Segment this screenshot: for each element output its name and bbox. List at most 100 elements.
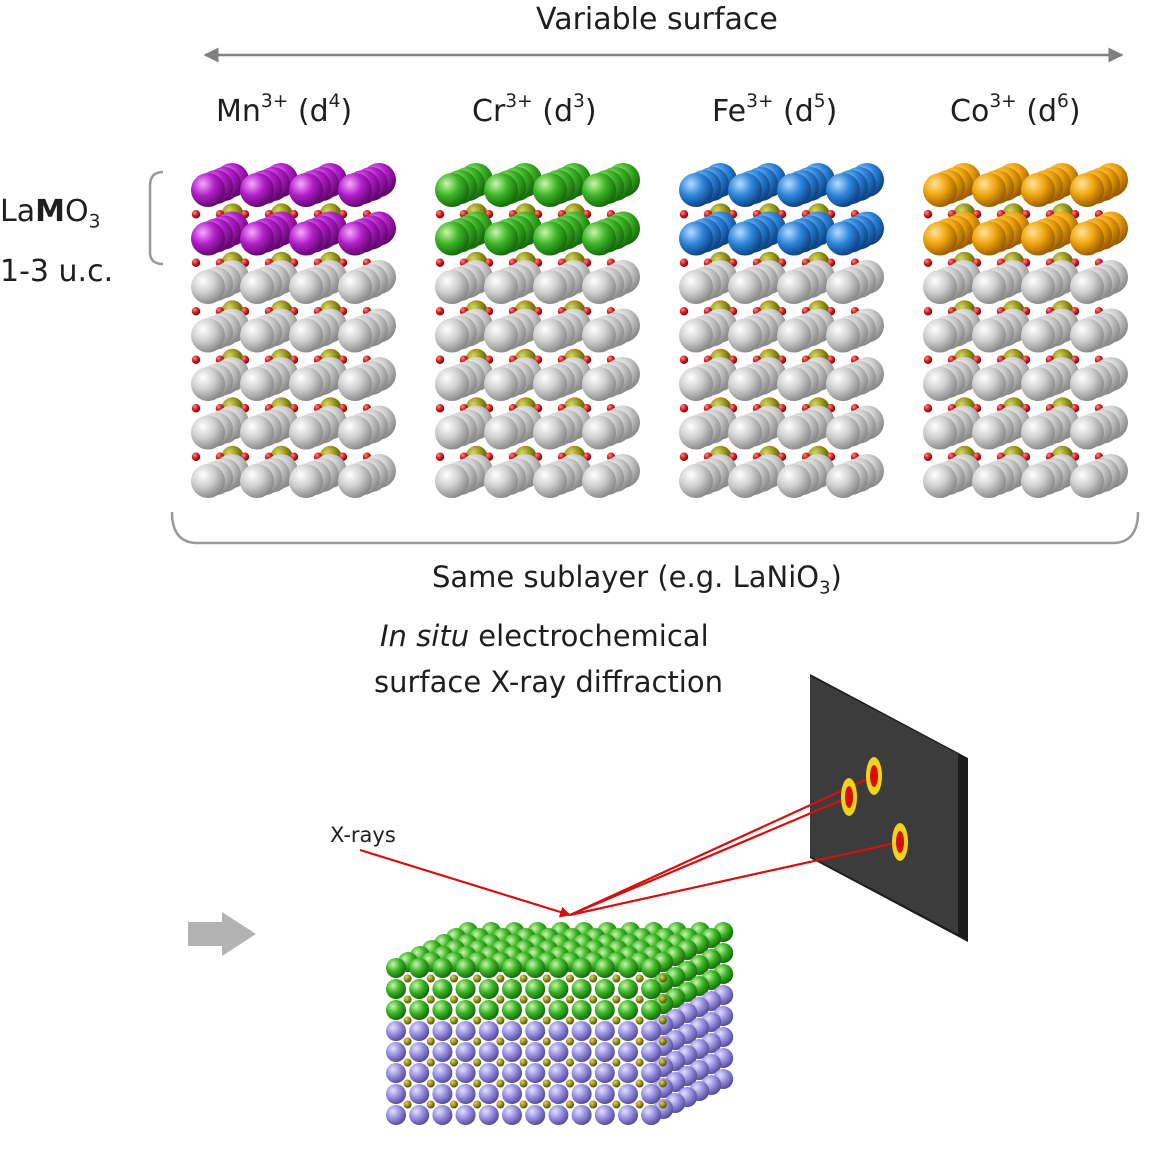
oxygen-atom bbox=[435, 307, 445, 316]
sublayer-la-atom bbox=[289, 415, 323, 450]
slab-front-atom bbox=[432, 979, 453, 999]
variable-surface-label: Variable surface bbox=[536, 2, 778, 37]
slab-front-atom bbox=[502, 1021, 522, 1041]
slab-front-atom bbox=[478, 1084, 499, 1104]
slab-front-atom bbox=[502, 1042, 522, 1062]
surface-atom bbox=[582, 173, 616, 207]
oxygen-atom bbox=[923, 452, 933, 461]
oxygen-atom bbox=[435, 210, 445, 219]
slab-front-atom bbox=[409, 979, 430, 999]
method-label-line2: surface X-ray diffraction bbox=[374, 665, 723, 699]
slab-b-site-atom bbox=[566, 974, 574, 983]
slab-b-site-atom bbox=[542, 1037, 551, 1046]
slab-b-site-atom bbox=[519, 974, 528, 983]
slab-front-atom bbox=[618, 1063, 638, 1083]
slab-b-site-atom bbox=[566, 1037, 574, 1046]
oxygen-atom bbox=[191, 210, 201, 219]
slab-front-atom bbox=[641, 979, 662, 999]
slab-b-site-atom bbox=[426, 1100, 435, 1109]
slab-surface-atom bbox=[641, 958, 662, 978]
surface-atom bbox=[777, 173, 811, 207]
sublayer-la-atom bbox=[338, 415, 372, 450]
sublayer-la-atom bbox=[923, 415, 957, 450]
slab-b-site-atom bbox=[403, 1016, 412, 1025]
slab-surface-atom bbox=[455, 958, 476, 978]
slab-front-atom bbox=[525, 1021, 546, 1041]
slab-b-site-atom bbox=[473, 1058, 482, 1067]
slab-b-site-atom bbox=[519, 1037, 528, 1046]
slab-front-atom bbox=[502, 979, 522, 999]
slab-front-atom bbox=[455, 979, 476, 999]
slab-front-atom bbox=[386, 979, 406, 999]
sublayer-la-atom bbox=[826, 270, 860, 304]
slab-b-site-atom bbox=[612, 1079, 621, 1088]
slab-front-atom bbox=[409, 1000, 430, 1020]
column-header-3: Fe3+ (d5) bbox=[712, 91, 838, 129]
column-header-2: Cr3+ (d3) bbox=[472, 91, 597, 129]
surface-atom bbox=[435, 221, 469, 256]
slab-b-site-atom bbox=[496, 1058, 505, 1067]
slab-b-site-atom bbox=[612, 974, 621, 983]
slab-b-site-atom bbox=[635, 1079, 644, 1088]
slab-b-site-atom bbox=[473, 1016, 482, 1025]
column-header-1: Mn3+ (d4) bbox=[216, 91, 353, 129]
slab-front-atom bbox=[641, 1063, 662, 1083]
slab-b-site-atom bbox=[403, 1058, 412, 1067]
sublayer-la-atom bbox=[1021, 464, 1055, 498]
slab-front-atom bbox=[386, 1042, 406, 1062]
sublayer-la-atom bbox=[484, 464, 518, 498]
slab-front-atom bbox=[548, 1000, 569, 1020]
oxygen-atom bbox=[679, 210, 689, 219]
slab-b-site-atom bbox=[450, 1079, 458, 1088]
slab-surface-atom bbox=[594, 958, 615, 978]
slab-front-atom bbox=[432, 1063, 453, 1083]
oxygen-atom bbox=[923, 258, 933, 267]
slab-front-atom bbox=[478, 1042, 499, 1062]
slab-front-atom bbox=[432, 1000, 453, 1020]
slab-b-site-atom bbox=[612, 1037, 621, 1046]
sublayer-la-atom bbox=[191, 270, 225, 304]
slab-b-site-atom bbox=[635, 1016, 644, 1025]
sublayer-la-atom bbox=[728, 415, 762, 450]
sublayer-la-atom bbox=[679, 415, 713, 450]
xrd-setup bbox=[188, 674, 968, 1125]
crystal-slab bbox=[386, 922, 734, 1125]
slab-front-atom bbox=[409, 1063, 430, 1083]
oxygen-atom bbox=[435, 452, 445, 461]
slab-surface-atom bbox=[618, 958, 638, 978]
slab-front-atom bbox=[571, 979, 592, 999]
sublayer-la-atom bbox=[777, 464, 811, 498]
oxygen-atom bbox=[191, 307, 201, 316]
sublayer-la-atom bbox=[191, 415, 225, 450]
slab-b-site-atom bbox=[426, 974, 435, 983]
slab-front-atom bbox=[525, 979, 546, 999]
sublayer-la-atom bbox=[240, 318, 274, 353]
slab-front-atom bbox=[409, 1021, 430, 1041]
slab-b-site-atom bbox=[589, 974, 598, 983]
slab-b-site-atom bbox=[403, 974, 412, 983]
sublayer-la-atom bbox=[338, 270, 372, 304]
slab-b-site-atom bbox=[658, 1079, 667, 1088]
slab-b-site-atom bbox=[450, 974, 458, 983]
surface-atom bbox=[191, 173, 225, 207]
slab-front-atom bbox=[641, 1105, 662, 1125]
slab-b-site-atom bbox=[450, 1016, 458, 1025]
stack-column-1 bbox=[191, 163, 396, 498]
sublayer-la-atom bbox=[289, 318, 323, 353]
surface-atom bbox=[289, 173, 323, 207]
slab-surface-atom bbox=[432, 958, 453, 978]
sublayer-la-atom bbox=[1021, 270, 1055, 304]
slab-front-atom bbox=[641, 1000, 662, 1020]
oxygen-atom bbox=[435, 355, 445, 364]
slab-front-atom bbox=[571, 1063, 592, 1083]
sublayer-la-atom bbox=[582, 464, 616, 498]
slab-b-site-atom bbox=[612, 1100, 621, 1109]
slab-surface-atom bbox=[525, 958, 546, 978]
slab-front-atom bbox=[432, 1084, 453, 1104]
slab-front-atom bbox=[432, 1042, 453, 1062]
surface-atom bbox=[240, 221, 274, 256]
slab-b-site-atom bbox=[635, 1037, 644, 1046]
sublayer-la-atom bbox=[582, 270, 616, 304]
slab-b-site-atom bbox=[426, 1079, 435, 1088]
slab-front-atom bbox=[455, 1042, 476, 1062]
